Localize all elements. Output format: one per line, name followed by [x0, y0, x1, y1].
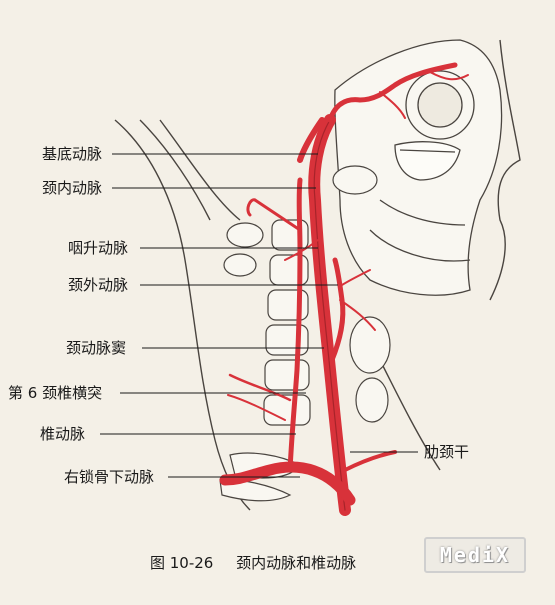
subclavian-artery-path	[219, 461, 356, 506]
medix-watermark: MediX	[424, 537, 526, 573]
label-carotid-sinus: 颈动脉窦	[66, 339, 127, 357]
leader-lines	[100, 153, 418, 478]
figure-title: 颈内动脉和椎动脉	[236, 554, 357, 572]
label-vertebral-artery: 椎动脉	[40, 425, 86, 443]
label-external-carotid: 颈外动脉	[68, 276, 129, 294]
arteries	[219, 62, 469, 516]
figure-number: 图 10-26	[150, 554, 214, 572]
label-basilar-artery: 基底动脉	[42, 145, 103, 163]
label-ascending-pharyngeal: 咽升动脉	[68, 239, 129, 257]
vertebral-artery-path	[287, 177, 303, 473]
skull	[334, 39, 503, 296]
external-carotid-artery-path	[329, 257, 346, 363]
costocervical-trunk-path	[343, 450, 397, 472]
label-costocervical-trunk: 肋颈干	[424, 443, 470, 461]
label-internal-carotid: 颈内动脉	[42, 179, 103, 197]
label-c6-transverse-process: 第 6 颈椎横突	[8, 384, 103, 402]
head-neck-outline	[114, 39, 521, 511]
figure-caption: 图 10-26 颈内动脉和椎动脉	[150, 552, 356, 573]
basilar-artery-path	[297, 117, 325, 163]
label-right-subclavian: 右锁骨下动脉	[64, 468, 155, 486]
